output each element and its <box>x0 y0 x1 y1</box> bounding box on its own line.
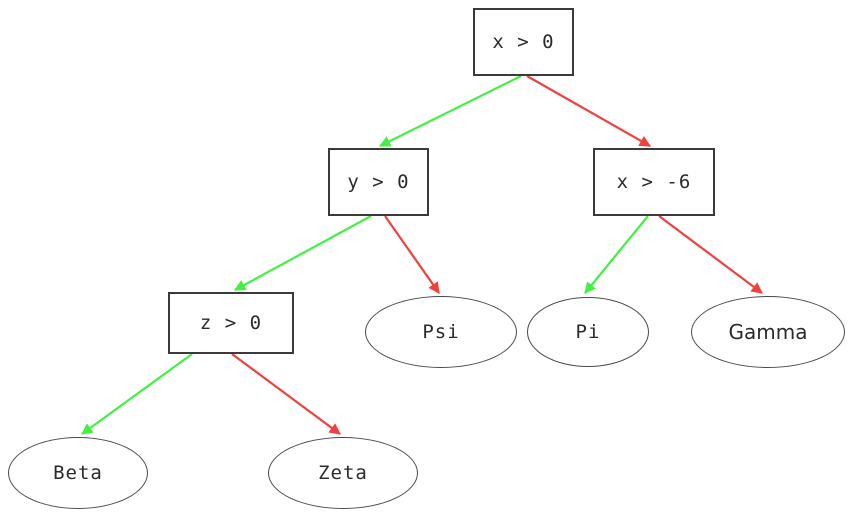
decision-node-z0[interactable]: z > 0 <box>168 292 294 354</box>
edge-z0-beta <box>81 353 193 435</box>
node-label: Gamma <box>728 320 808 344</box>
node-label: Beta <box>53 461 103 484</box>
edge-xm6-gamma <box>658 215 763 294</box>
decision-node-y0[interactable]: y > 0 <box>328 148 429 216</box>
node-label: y > 0 <box>347 170 410 193</box>
leaf-node-pi[interactable]: Pi <box>527 297 649 367</box>
edge-y0-z0 <box>233 215 372 291</box>
decision-node-xm6[interactable]: x > -6 <box>593 148 715 216</box>
node-label: x > 0 <box>492 30 555 53</box>
leaf-node-psi[interactable]: Psi <box>365 296 517 368</box>
edge-root-xm6 <box>526 75 651 147</box>
node-label: Psi <box>422 320 460 343</box>
edge-z0-zeta <box>231 353 341 435</box>
edge-xm6-pi <box>584 215 649 294</box>
decision-node-root[interactable]: x > 0 <box>473 8 574 76</box>
leaf-node-zeta[interactable]: Zeta <box>268 437 418 509</box>
leaf-node-gamma[interactable]: Gamma <box>691 296 845 368</box>
leaf-node-beta[interactable]: Beta <box>8 437 148 509</box>
node-label: Zeta <box>318 461 368 484</box>
node-label: x > -6 <box>616 170 692 193</box>
node-label: Pi <box>575 320 601 343</box>
edge-root-y0 <box>378 75 522 147</box>
edge-y0-psi <box>384 215 440 294</box>
node-label: z > 0 <box>199 311 263 334</box>
